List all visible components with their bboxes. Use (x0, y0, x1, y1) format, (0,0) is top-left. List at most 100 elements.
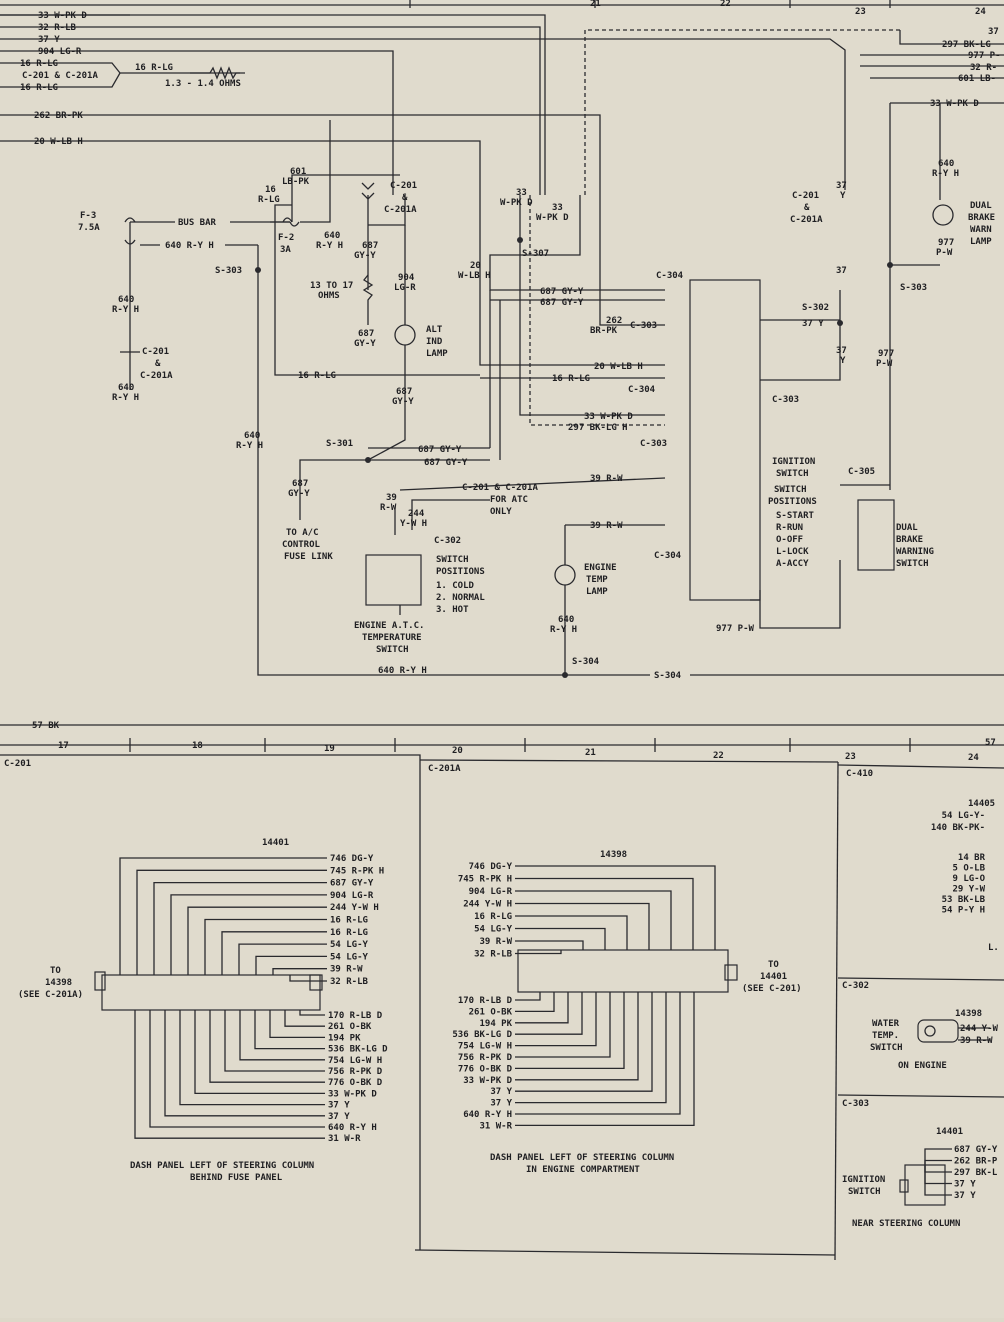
wire-label: 37 Y (954, 1191, 976, 1201)
wire-label: 261 O-BK (469, 1007, 513, 1017)
resistor-value: 1.3 - 1.4 OHMS (165, 79, 241, 89)
wire-label: 904 LG-R (330, 891, 374, 901)
wire-label: 16 R-LG (20, 59, 58, 69)
part-number: 14398 (600, 850, 627, 860)
wire-label: 16 R-LG (330, 916, 368, 926)
wire-label: 754 LG-W H (458, 1042, 512, 1052)
splice-s304: S-304 (654, 671, 682, 681)
wire-label: 37 Y (490, 1099, 512, 1109)
atc-name: SWITCH (376, 645, 409, 655)
wire-label: 297 BK-L (954, 1168, 998, 1178)
wire-label: 756 R-PK D (328, 1067, 383, 1077)
connector-label: C-201 (142, 347, 169, 357)
wire-label: 33 W-PK D (38, 11, 87, 21)
wire-label: R-Y H (112, 393, 139, 403)
ruler-number: 21 (585, 748, 596, 758)
bus-bar-label: BUS BAR (178, 218, 217, 228)
ruler-number: 19 (324, 744, 335, 754)
fuse-f2-rating: 3A (280, 245, 291, 255)
wire-line (515, 865, 716, 950)
ruler-number: 23 (845, 752, 856, 762)
wire-label: 601 LB- (958, 74, 996, 84)
wire-label: 170 R-LB D (458, 996, 513, 1006)
panel-caption: IN ENGINE COMPARTMENT (526, 1165, 640, 1175)
panel-title: C-201A (428, 764, 461, 774)
wire-label: 20 W-LB H (594, 362, 643, 372)
ignition-label: S-START (776, 511, 815, 521)
connector-label: C-201A (790, 215, 823, 225)
wire-label: 754 LG-W H (328, 1056, 382, 1066)
wire-line (924, 1159, 952, 1165)
wire-line (194, 1010, 325, 1095)
column-number: 22 (720, 0, 731, 9)
alt-lamp-label: ALT (426, 325, 443, 335)
connector-label: & (155, 359, 161, 369)
connector-right-label: (SEE C-201) (742, 984, 802, 994)
wire-label: 37 Y (328, 1112, 350, 1122)
atc-name: TEMPERATURE (362, 633, 422, 643)
fuse-f3-rating: 7.5A (78, 223, 100, 233)
splice-s302: S-302 (802, 303, 829, 313)
ruler-number: 22 (713, 751, 724, 761)
atc-position: POSITIONS (436, 567, 485, 577)
ac-fuse-link: FUSE LINK (284, 552, 333, 562)
wire-line (515, 992, 541, 1001)
wire-label: 39 R-W (590, 521, 623, 531)
wire-label: 20 (470, 261, 481, 271)
wire-label: GY-Y (354, 339, 376, 349)
wire-label: P-W (876, 359, 893, 369)
wire-label: 745 R-PK H (458, 875, 512, 885)
resistor-wire-label: 16 R-LG (135, 63, 173, 73)
panel-caption: BEHIND FUSE PANEL (190, 1173, 283, 1183)
connector-label: C-305 (848, 467, 875, 477)
fuse-f3: F-3 (80, 211, 96, 221)
column-number: 24 (975, 7, 986, 17)
wire-label: 640 R-Y H (463, 1110, 512, 1120)
wire-label: 37 Y (954, 1180, 976, 1190)
atc-position: 1. COLD (436, 581, 475, 591)
splice-s303: S-303 (900, 283, 927, 293)
panel-side-label: L. (988, 943, 999, 953)
wire-line (209, 1010, 325, 1083)
wire-line (255, 955, 327, 975)
connector-label: C-201A (140, 371, 173, 381)
wire-label: Y-W H (400, 519, 427, 529)
ignition-label: L-LOCK (776, 547, 809, 557)
wire-label: LG-R (394, 283, 416, 293)
ground-label: 57 BK (32, 721, 60, 731)
wire-label: 687 GY-Y (954, 1145, 998, 1155)
ignition-label: A-ACCY (776, 559, 809, 569)
wire-label: W-PK D (536, 213, 569, 223)
wire-line (515, 902, 650, 950)
center-wiring (399, 195, 666, 526)
wire-label: 640 R-Y H (378, 666, 427, 676)
wire-label: 904 LG-R (38, 47, 82, 57)
wire-label: 39 R-W (960, 1036, 993, 1046)
wire-label: 33 W-PK D (328, 1089, 377, 1099)
wire-label: 640 (938, 159, 954, 169)
part-number: 14398 (955, 1009, 982, 1019)
wire-label: 194 PK (479, 1019, 512, 1029)
connector-label: & (804, 203, 810, 213)
wire-line (515, 877, 694, 950)
wire-label: 54 LG-Y (330, 952, 369, 962)
temp-lamp-label: TEMP (586, 575, 608, 585)
wire-label: 16 R-LG (474, 912, 512, 922)
wire-line (269, 1010, 325, 1039)
brake-switch-label: BRAKE (896, 535, 923, 545)
wire-line (170, 894, 327, 975)
connector-label: & (402, 193, 408, 203)
wire-label: 54 LG-Y (474, 925, 513, 935)
wire-label: Y (840, 356, 846, 366)
connector-14398-c201a (517, 949, 738, 993)
wire-label: 37 Y (802, 319, 824, 329)
connector-14401-c201 (94, 971, 323, 1011)
wire-label: 904 (398, 273, 415, 283)
ground-and-ruler (0, 724, 1004, 752)
wire-label: 640 (558, 615, 574, 625)
atc-position: 2. NORMAL (436, 593, 485, 603)
wire-label: 977 P- (968, 51, 1001, 61)
connector-left-label: 14398 (45, 978, 72, 988)
